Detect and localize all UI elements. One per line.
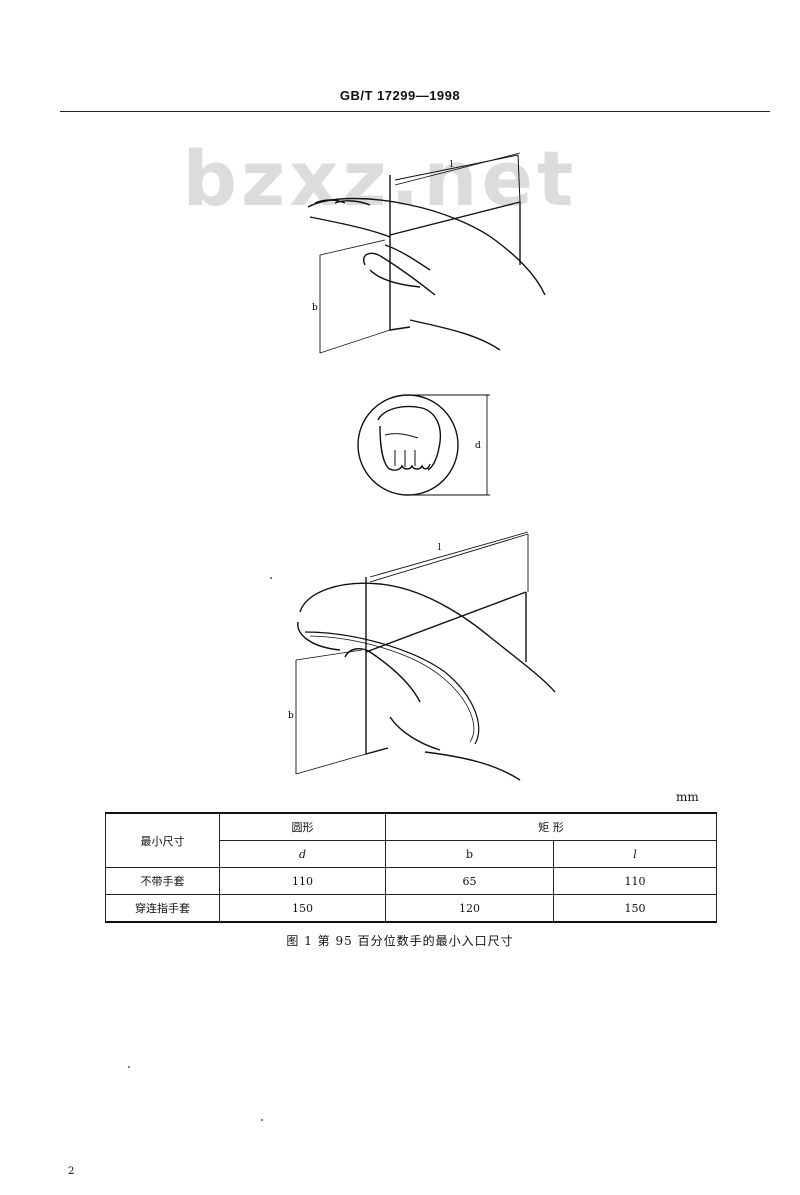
cell-l: 110: [553, 867, 717, 895]
label-l-mitten: l: [438, 543, 441, 553]
figure-caption: 图 1 第 95 百分位数手的最小入口尺寸: [286, 934, 514, 948]
cell-d: 110: [219, 867, 386, 895]
header-min-size: 最小尺寸: [105, 812, 220, 868]
table-row: 穿连指手套 150 120 150: [105, 894, 717, 923]
header-b: b: [385, 840, 554, 868]
scan-speck: [128, 1066, 130, 1068]
row-label: 穿连指手套: [105, 894, 220, 923]
header-l: l: [553, 840, 717, 868]
watermark: bzxz.net: [182, 134, 578, 223]
cell-b: 120: [385, 894, 554, 923]
row-label: 不带手套: [105, 867, 220, 895]
figure-mitten-hand: l b: [288, 531, 556, 781]
scan-speck: [261, 1119, 263, 1121]
label-b-mitten: b: [288, 711, 294, 721]
cell-l: 150: [553, 894, 717, 923]
figure-fist-circle: d: [357, 394, 490, 496]
header-rect: 矩 形: [385, 812, 717, 841]
dimension-table: 最小尺寸 圆形 矩 形 d b l 不带手套 110 65 110 穿连指手套 …: [105, 812, 717, 923]
page-number: 2: [68, 1166, 75, 1177]
unit-label: mm: [676, 790, 699, 804]
label-l: l: [450, 160, 453, 170]
cell-d: 150: [219, 894, 386, 923]
label-b: b: [312, 303, 318, 313]
figure-flat-hand: l b: [307, 152, 546, 354]
cell-b: 65: [385, 867, 554, 895]
header-circle: 圆形: [219, 812, 386, 841]
header-d: d: [219, 840, 386, 868]
header-rule: [60, 111, 770, 112]
scan-speck: [270, 577, 272, 579]
table-row: 不带手套 110 65 110: [105, 867, 717, 895]
page-header: GB/T 17299—1998: [339, 88, 461, 103]
label-d: d: [475, 441, 481, 451]
